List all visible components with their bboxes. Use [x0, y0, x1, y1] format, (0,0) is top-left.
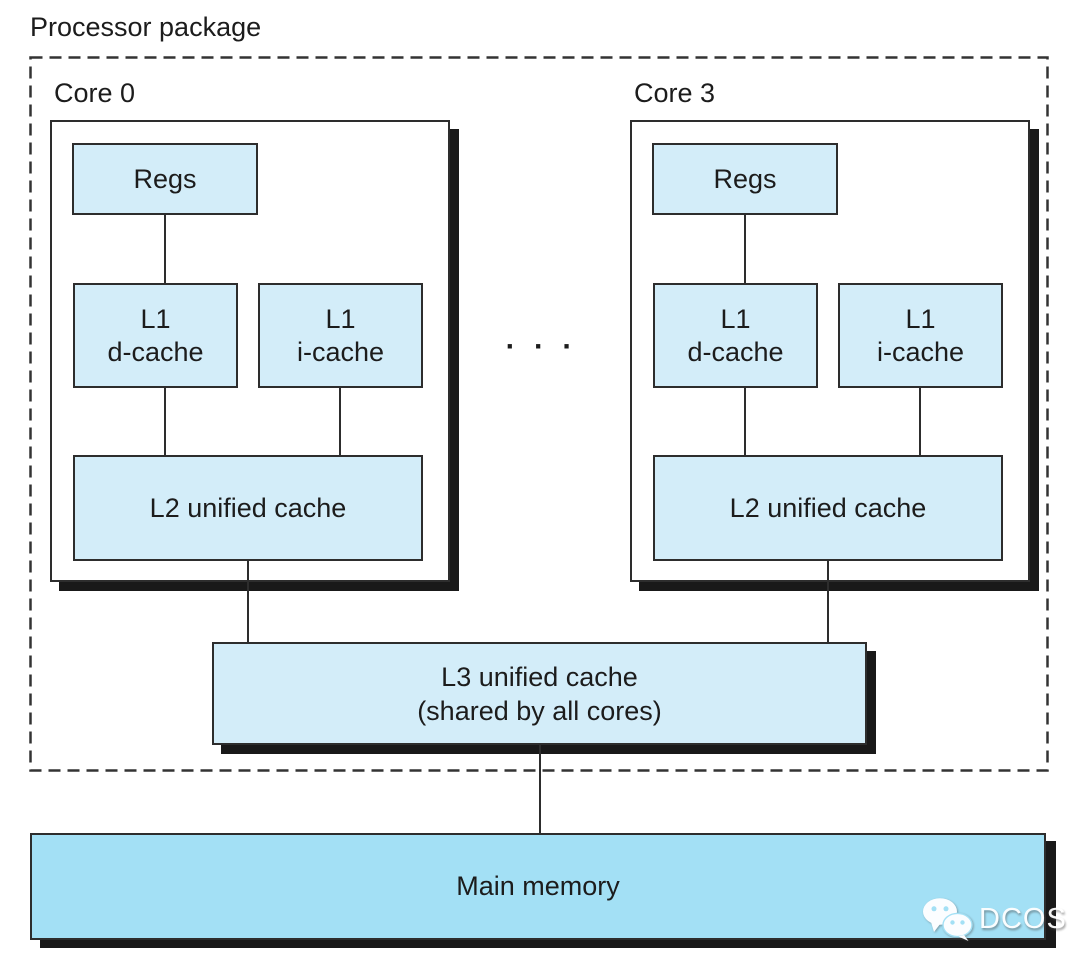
ellipsis-dots: · · · [505, 330, 575, 363]
l1-icache-label-line2: i-cache [876, 336, 965, 367]
l1-dcache-label-line2: d-cache [107, 336, 204, 367]
l1-icache-label-line1: L1 [325, 303, 356, 334]
main-memory-label: Main memory [456, 871, 620, 901]
l2-cache-box: L2 unified cache [73, 455, 423, 561]
core-3-label: Core 3 [634, 78, 716, 108]
regs-box: Regs [652, 143, 838, 215]
regs-label: Regs [713, 163, 777, 194]
connector-l3-to-memory [539, 745, 541, 833]
core-0-box: Regs L1 d-cache L1 i-cache L2 unified ca… [50, 120, 450, 582]
wechat-icon [923, 898, 973, 941]
processor-package-boundary [29, 56, 1049, 772]
l1-icache-label-line1: L1 [905, 303, 936, 334]
watermark-label: DCOS [979, 902, 1067, 935]
l1-dcache-label-line2: d-cache [687, 336, 784, 367]
connector-core3-to-l3 [827, 582, 829, 642]
watermark: DCOS [922, 897, 1067, 941]
core-3-box: Regs L1 d-cache L1 i-cache L2 unified ca… [630, 120, 1030, 582]
l1-icache-box: L1 i-cache [838, 283, 1003, 388]
connector-regs-to-l1d [164, 215, 166, 283]
connector-l1i-to-l2 [339, 388, 341, 455]
connector-l2-to-edge [247, 561, 249, 580]
l1-dcache-box: L1 d-cache [653, 283, 818, 388]
l2-cache-label: L2 unified cache [149, 492, 347, 523]
l1-icache-label-line2: i-cache [296, 336, 385, 367]
l3-cache-box: L3 unified cache (shared by all cores) [212, 642, 867, 745]
l3-cache-label-line2: (shared by all cores) [417, 695, 662, 726]
l1-dcache-box: L1 d-cache [73, 283, 238, 388]
l1-dcache-label-line1: L1 [140, 303, 171, 334]
regs-box: Regs [72, 143, 258, 215]
l1-dcache-label-line1: L1 [720, 303, 751, 334]
core-0-label: Core 0 [54, 78, 136, 108]
l3-cache-label-line1: L3 unified cache [441, 661, 638, 692]
connector-regs-to-l1d [744, 215, 746, 283]
connector-core0-to-l3 [247, 582, 249, 642]
main-memory-box: Main memory [30, 833, 1046, 940]
l2-cache-label: L2 unified cache [729, 492, 927, 523]
diagram-title: Processor package [30, 12, 262, 42]
connector-l2-to-edge [827, 561, 829, 580]
l1-icache-box: L1 i-cache [258, 283, 423, 388]
connector-l1i-to-l2 [919, 388, 921, 455]
regs-label: Regs [133, 163, 197, 194]
l2-cache-box: L2 unified cache [653, 455, 1003, 561]
connector-l1d-to-l2 [164, 388, 166, 455]
connector-l1d-to-l2 [744, 388, 746, 455]
